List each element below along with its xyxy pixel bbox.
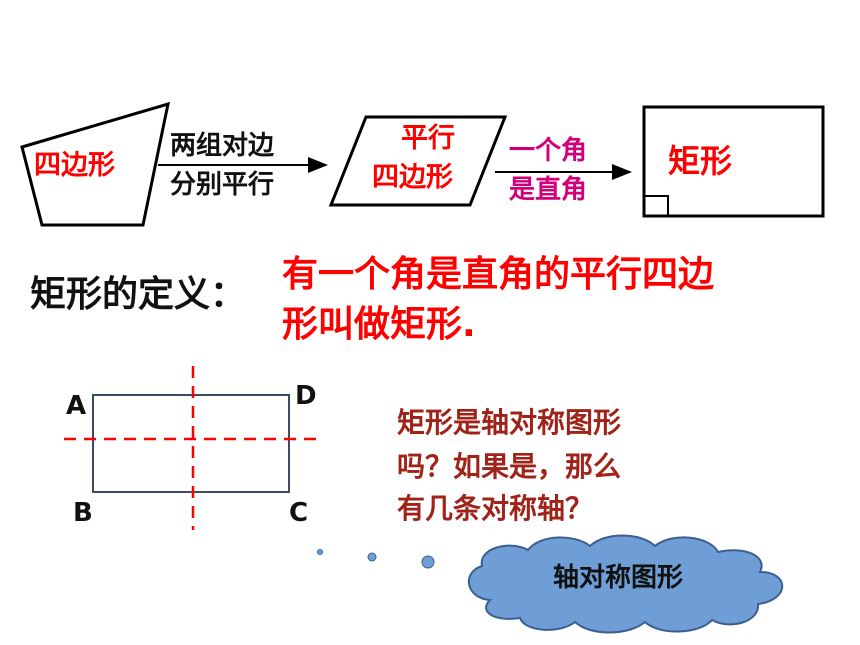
- parallelogram-shape: [328, 115, 508, 207]
- thought-dot-small: [317, 549, 323, 555]
- arrow1-condition-line2: 分别平行: [170, 170, 275, 200]
- parallelogram-label-line1: 平行: [401, 123, 455, 154]
- arrow2-condition-line2: 是直角: [509, 175, 588, 205]
- vertex-d-label: D: [295, 381, 317, 411]
- vertex-b-label: B: [73, 498, 93, 528]
- definition-title: 矩形的定义：: [30, 274, 247, 315]
- definition-text-line1: 有一个角是直角的平行四边: [282, 254, 715, 295]
- rectangle-label: 矩形: [668, 142, 733, 180]
- arrow1-condition-line1: 两组对边: [170, 131, 275, 161]
- quadrilateral-shape: [20, 101, 170, 227]
- question-line1: 矩形是轴对称图形: [397, 406, 622, 439]
- answer-cloud-shape: [467, 534, 784, 634]
- rectangle-shape: [642, 105, 825, 218]
- thought-dot-large: [421, 555, 435, 569]
- question-line3: 有几条对称轴？: [397, 492, 594, 525]
- vertex-a-label: A: [66, 391, 87, 421]
- symmetry-rectangle: [92, 394, 290, 493]
- answer-cloud-text: 轴对称图形: [553, 563, 684, 593]
- quad-label: 四边形: [34, 150, 115, 181]
- question-line2: 吗？如果是，那么: [397, 450, 622, 483]
- arrow2-condition-line1: 一个角: [509, 136, 588, 166]
- right-angle-mark: [644, 195, 669, 216]
- parallelogram-label-line2: 四边形: [372, 162, 453, 193]
- definition-text-line2: 形叫做矩形.: [282, 304, 476, 345]
- vertex-c-label: C: [289, 498, 309, 528]
- thought-dot-medium: [367, 552, 377, 562]
